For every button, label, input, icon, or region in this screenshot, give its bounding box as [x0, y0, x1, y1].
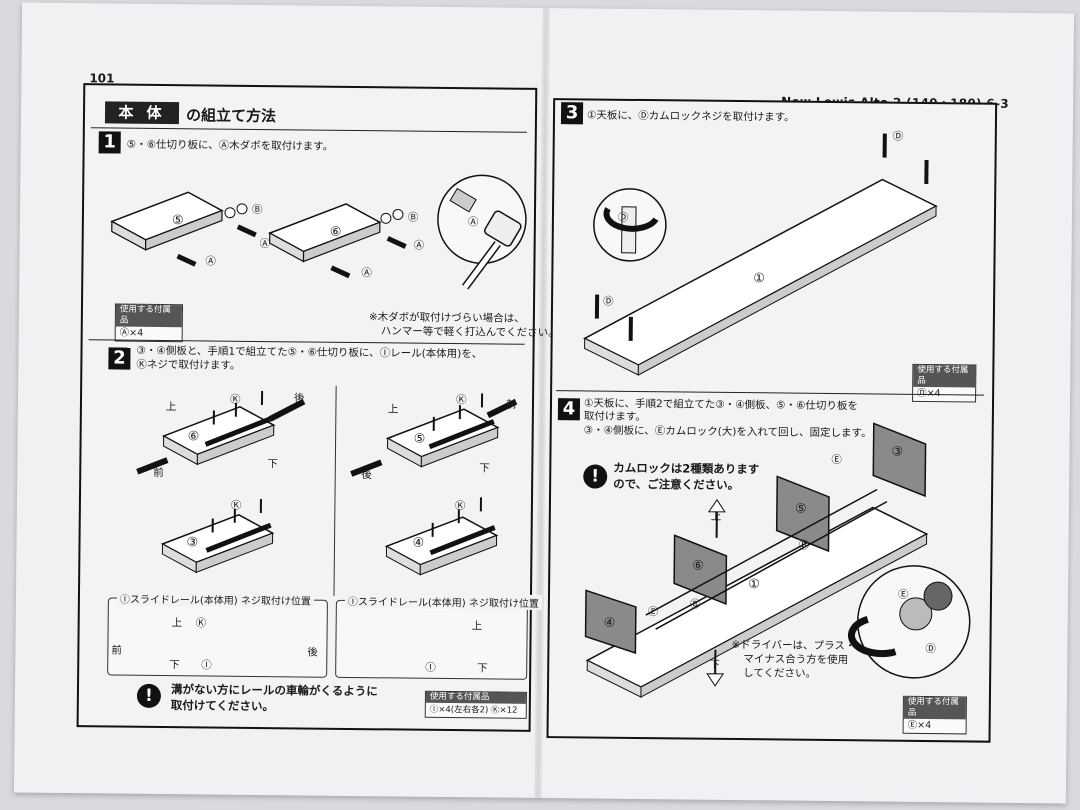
step-4-label-d: Ⓓ: [925, 643, 937, 656]
step-4-label-down: 下: [709, 658, 720, 671]
step-4-label-6: ⑥: [692, 558, 705, 574]
step-4-note-1: ※ドライバーは、プラス・: [731, 638, 856, 653]
step-4-label-up: 上: [710, 510, 722, 523]
step-4-label-b2: Ⓑ: [689, 598, 701, 611]
step-4-label-5: ⑤: [794, 501, 807, 517]
step-4-illustration: [584, 422, 971, 698]
step-4-label-e3: Ⓔ: [897, 588, 909, 601]
step-3-illustration: [583, 133, 938, 376]
step-4-label-b1: Ⓑ: [798, 539, 810, 552]
step-1-illustration: [110, 174, 527, 290]
step-4-label-e2: Ⓔ: [647, 606, 659, 619]
step-4-note-3: してください。: [743, 667, 817, 680]
step-4-label-4: ④: [603, 615, 616, 631]
parts-title: 使用する付属品: [903, 696, 966, 720]
step-4-parts-box: 使用する付属品 Ⓔ×4: [902, 695, 967, 735]
step-4-label-3: ③: [891, 444, 904, 460]
step-4-label-1: ①: [748, 577, 760, 593]
instruction-sheet: 101 New Lewis Alto 2 (140・180) 6-3 本 体 の…: [13, 2, 1075, 804]
parts-list: Ⓔ×4: [907, 719, 932, 732]
step-4-note-2: マイナス合う方を使用: [743, 653, 849, 667]
step-4-label-e1: Ⓔ: [831, 454, 842, 467]
